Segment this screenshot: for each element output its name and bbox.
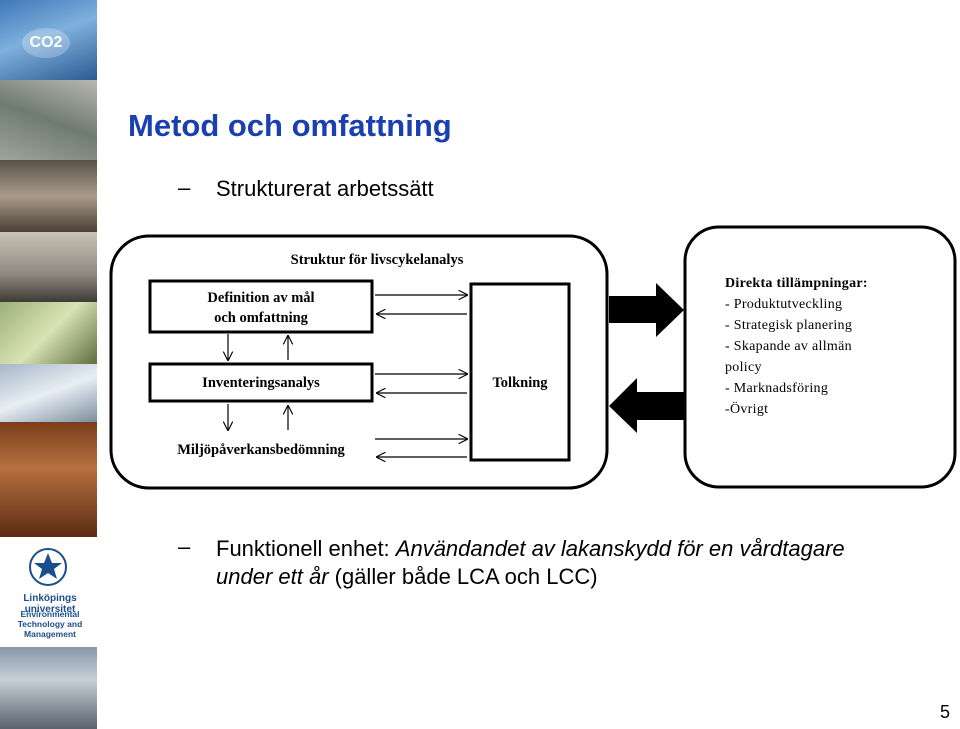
application-item: - Strategisk planering — [725, 318, 852, 333]
page-number: 5 — [940, 702, 950, 723]
application-item: - Marknadsföring — [725, 381, 828, 396]
application-item: -Övrigt — [725, 400, 768, 417]
bullet-functional-unit: Funktionell enhet: Användandet av lakans… — [216, 535, 856, 591]
impact-label: Miljöpåverkansbedömning — [177, 442, 345, 458]
bullet-dash: – — [178, 534, 190, 560]
interpretation-box — [471, 284, 569, 460]
applications-frame — [685, 227, 955, 487]
block-arrow-right — [609, 283, 684, 337]
interpretation-label: Tolkning — [492, 375, 548, 391]
framework-title: Struktur för livscykelanalys — [291, 252, 464, 268]
application-item: - Skapande av allmän — [725, 339, 852, 354]
application-item: policy — [725, 360, 762, 375]
functional-unit-prefix: Funktionell enhet: — [216, 536, 396, 561]
block-arrow-left — [609, 378, 684, 433]
goal-scope-label-line2: och omfattning — [214, 310, 309, 326]
applications-title: Direkta tillämpningar: — [725, 276, 868, 291]
application-item: - Produktutveckling — [725, 297, 842, 312]
goal-scope-label-line1: Definition av mål — [207, 290, 314, 306]
inventory-label: Inventeringsanalys — [202, 375, 320, 391]
functional-unit-suffix: (gäller både LCA och LCC) — [329, 564, 598, 589]
